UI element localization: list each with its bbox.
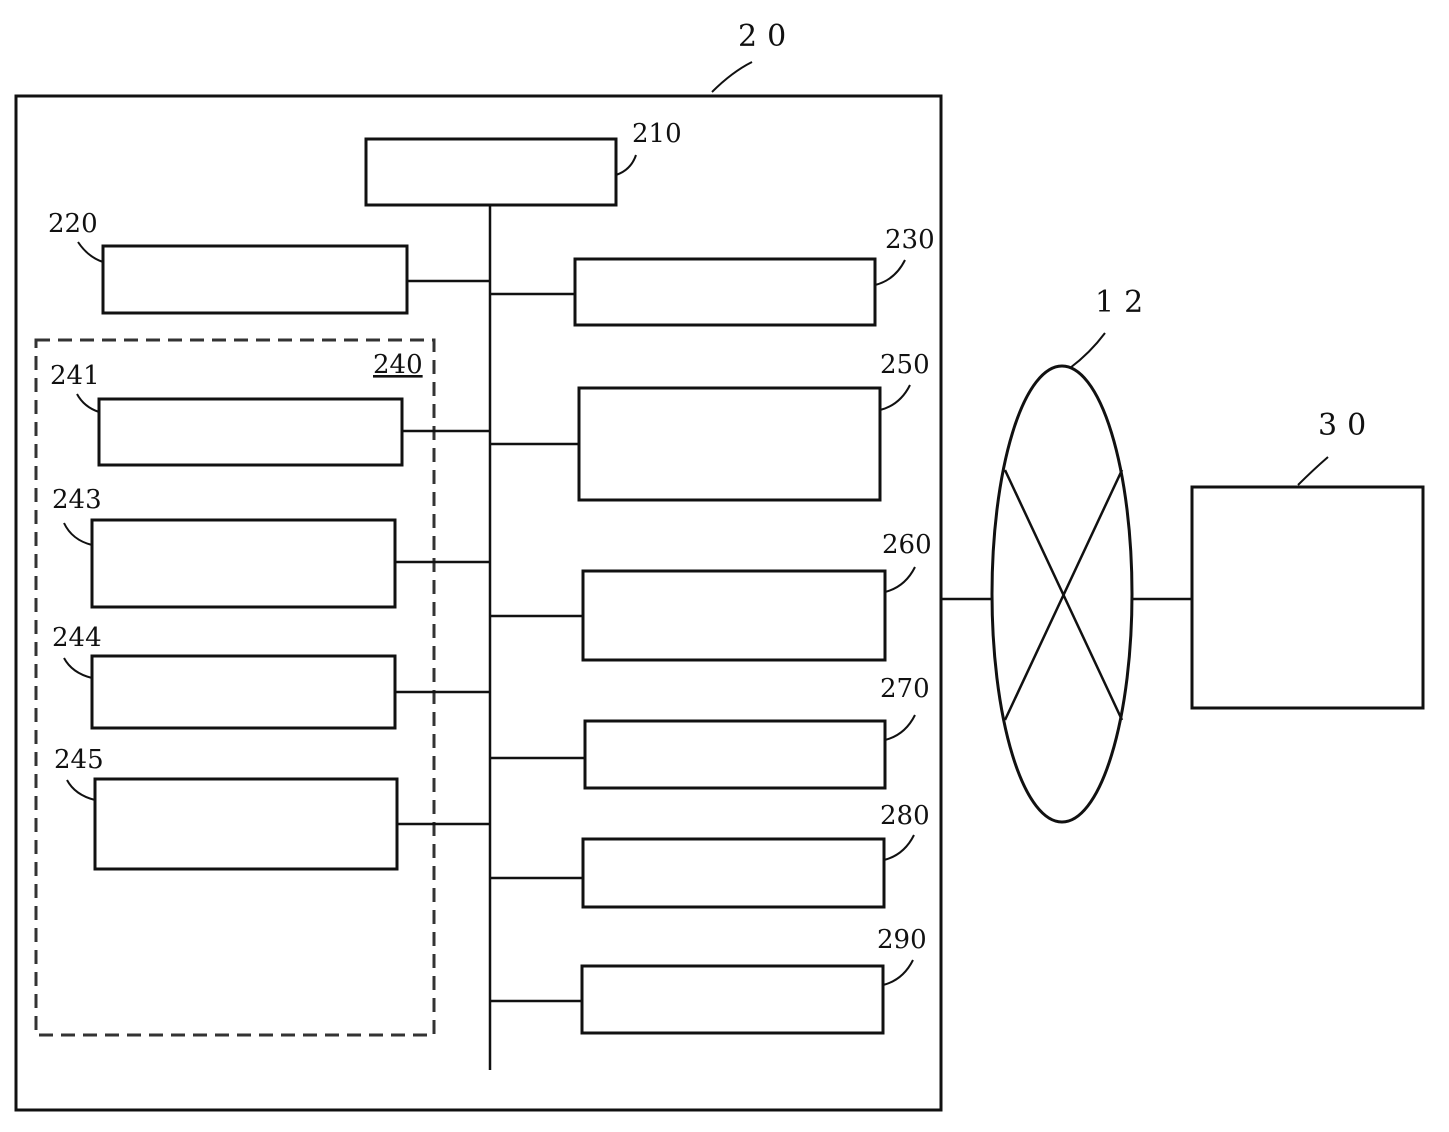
label-280: 280 [880,801,930,831]
block-290 [582,966,883,1033]
block-210 [366,139,616,205]
label-210: 210 [632,119,682,149]
label-243: 243 [52,485,102,515]
label-30: 30 [1318,408,1376,443]
leader-260 [885,567,915,592]
block-220 [103,246,407,313]
label-240: 240 [373,350,423,380]
leader-30 [1298,457,1328,485]
block-270 [585,721,885,788]
block-245 [95,779,397,869]
leader-245 [67,780,95,800]
leader-20 [712,62,752,92]
group-240-box [36,340,434,1035]
leader-270 [885,715,915,740]
block-241 [99,399,402,465]
block-280 [583,839,884,907]
label-230: 230 [885,225,935,255]
label-244: 244 [52,623,102,653]
block-230 [575,259,875,325]
label-270: 270 [880,674,930,704]
label-20: 20 [738,19,796,54]
block-243 [92,520,395,607]
label-241: 241 [50,361,100,391]
leader-250 [880,385,910,410]
leader-290 [883,960,913,985]
external-30-box [1192,487,1423,708]
label-290: 290 [877,925,927,955]
leader-280 [884,835,914,860]
block-260 [583,571,885,660]
device-20-box [16,96,941,1110]
leader-12 [1070,333,1105,368]
label-220: 220 [48,209,98,239]
leader-230 [875,260,905,285]
leader-220 [78,242,103,262]
leader-210 [616,155,636,175]
leader-243 [64,523,92,545]
label-260: 260 [882,530,932,560]
leader-241 [77,394,99,412]
leader-244 [64,658,92,678]
block-250 [579,388,880,500]
label-12: 12 [1095,285,1153,320]
label-250: 250 [880,350,930,380]
label-245: 245 [54,745,104,775]
block-244 [92,656,395,728]
